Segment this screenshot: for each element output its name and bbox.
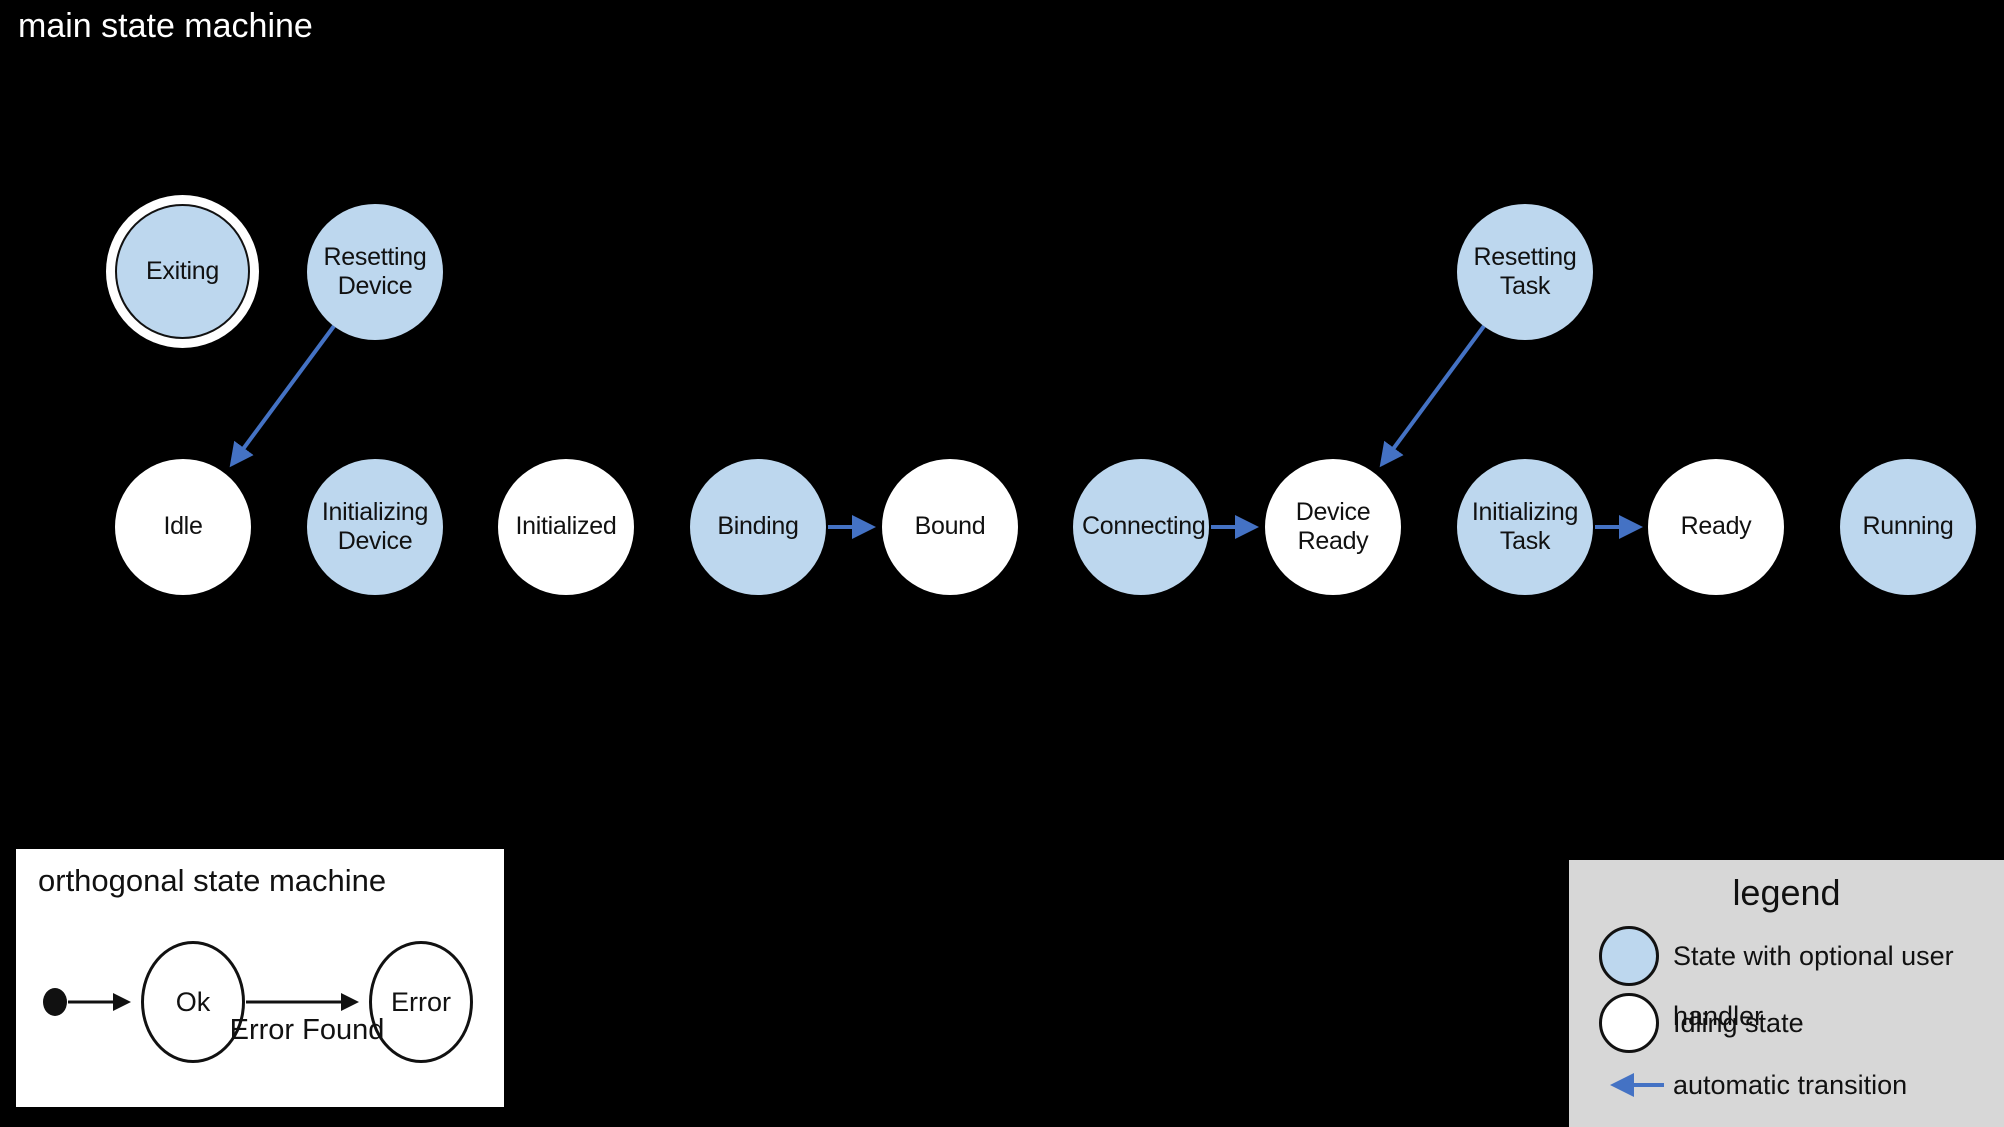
idling-state-swatch	[1599, 993, 1659, 1053]
transition-resetting-task-to-device-ready	[1379, 324, 1486, 468]
state-bound: Bound	[882, 459, 1018, 595]
legend-item-label: Idling state	[1673, 1008, 1804, 1038]
state-error: Error	[369, 941, 473, 1063]
state-resetting-task: Resetting Task	[1457, 204, 1593, 340]
initial-state-dot	[43, 988, 67, 1016]
state-binding: Binding	[690, 459, 826, 595]
state-initializing-device: Initializing Device	[307, 459, 443, 595]
legend-item-label: automatic transition	[1673, 1070, 1908, 1100]
main-title: main state machine	[18, 7, 313, 45]
state-resetting-device: Resetting Device	[307, 204, 443, 340]
legend-title: legend	[1732, 872, 1841, 913]
state-initializing-task: Initializing Task	[1457, 459, 1593, 595]
transition-resetting-device-to-idle	[229, 324, 336, 468]
state-ok: Ok	[141, 941, 245, 1063]
legend-item-label: State with optional user handler	[1673, 941, 1954, 1031]
state-ready: Ready	[1648, 459, 1784, 595]
handler-state-swatch	[1599, 926, 1659, 986]
state-running: Running	[1840, 459, 1976, 595]
legend-panel	[1569, 860, 2004, 1127]
state-connecting: Connecting	[1073, 459, 1209, 595]
auto-transition-arrow-icon	[1610, 1073, 1664, 1097]
state-initialized: Initialized	[498, 459, 634, 595]
state-idle: Idle	[115, 459, 251, 595]
state-exiting: Exiting	[115, 204, 250, 339]
transition-label-error-found: Error Found	[229, 1014, 385, 1046]
state-device-ready: Device Ready	[1265, 459, 1401, 595]
orthogonal-machine-title: orthogonal state machine	[38, 863, 387, 898]
